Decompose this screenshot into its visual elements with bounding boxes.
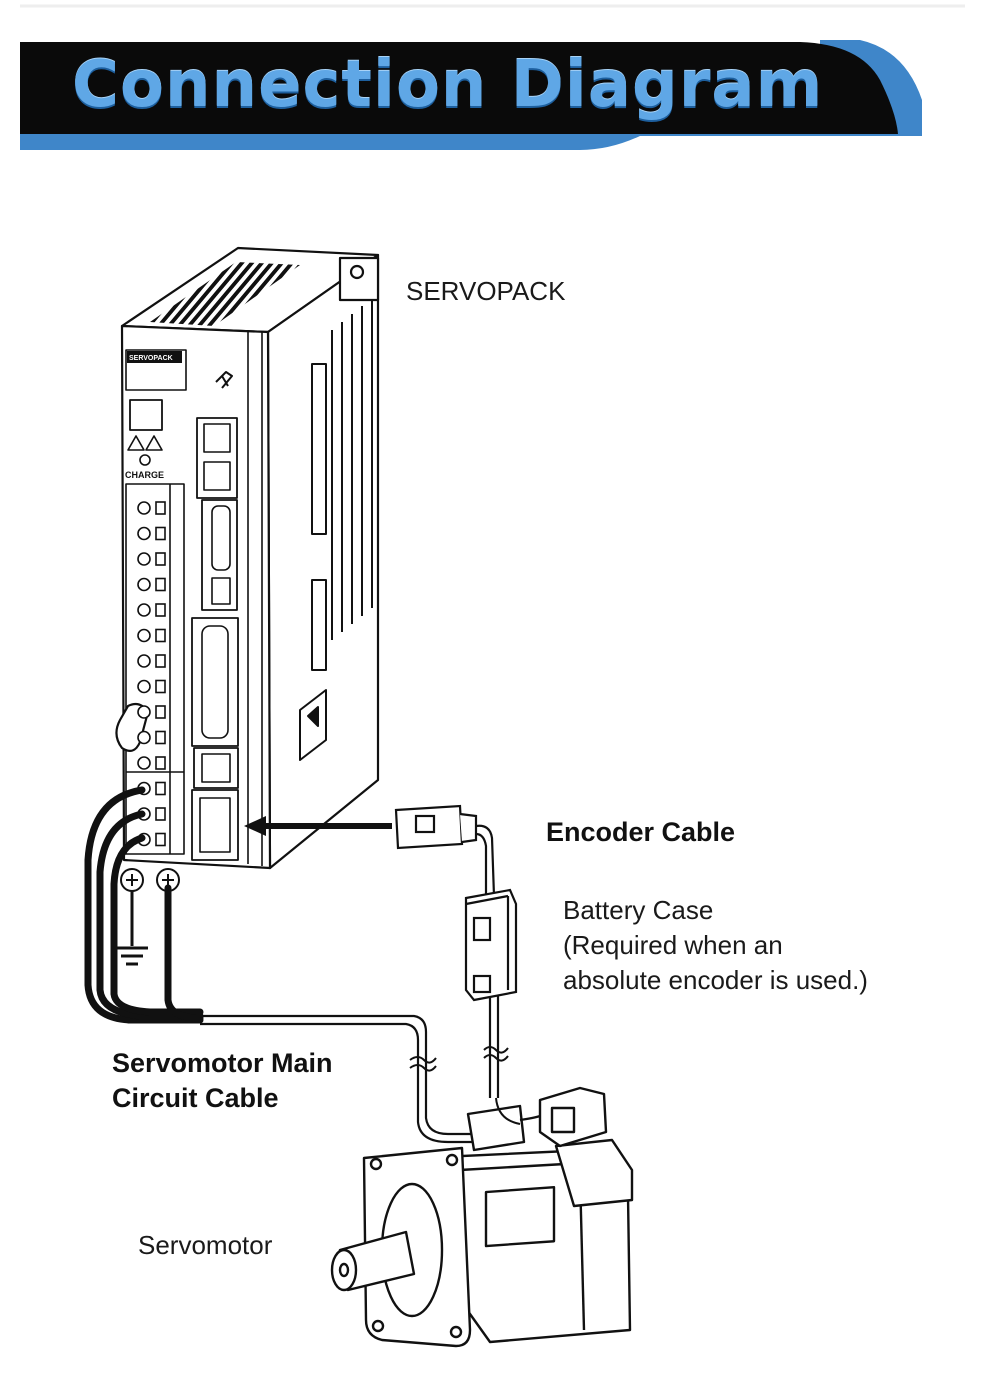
terminal-screw — [137, 654, 151, 668]
main-circuit-cable-label-line: Circuit Cable — [112, 1083, 279, 1113]
terminal-screw — [137, 705, 151, 719]
terminal-screw — [137, 577, 151, 592]
encoder-cable-label: Encoder Cable — [546, 817, 736, 847]
terminal-slot — [155, 730, 166, 745]
battery-case-label-line: Battery Case — [563, 895, 714, 925]
connector-cn1 — [191, 617, 239, 747]
main-cable-run — [200, 1014, 474, 1144]
servopack-top-vents — [150, 262, 300, 326]
servopack-heatsink — [299, 298, 373, 761]
terminal-slot — [155, 832, 166, 847]
terminal-slot — [155, 705, 166, 719]
terminal-slot — [155, 807, 166, 821]
battery-case-label-line: (Required when an — [563, 930, 783, 960]
servopack-label: SERVOPACK — [406, 276, 566, 306]
terminal-slot — [155, 628, 166, 643]
charge-lamp — [139, 454, 151, 466]
header-banner — [20, 4, 965, 150]
encoder-connector-cn2 — [191, 789, 239, 861]
servopack-display-window — [129, 399, 163, 431]
terminal-slot — [155, 603, 166, 617]
terminal-screw — [137, 501, 151, 515]
main-circuit-cable — [84, 786, 204, 1024]
servomotor — [330, 1086, 634, 1348]
terminal-screw — [137, 526, 151, 541]
terminal-screw — [137, 603, 151, 617]
main-circuit-cable-label: Servomotor Main Circuit Cable — [112, 1046, 333, 1116]
terminal-screw — [137, 628, 151, 643]
connector-cn-aux — [193, 747, 239, 789]
ground-wire — [116, 890, 148, 966]
terminal-screw — [137, 756, 151, 770]
battery-case-label: Battery Case (Required when an absolute … — [563, 893, 868, 998]
motor-power-connector — [466, 1104, 526, 1152]
main-circuit-cable-label-line: Servomotor Main — [112, 1048, 333, 1078]
warning-triangle-icon — [127, 435, 145, 451]
terminal-screw — [137, 730, 151, 745]
servopack-mount-tab — [338, 256, 380, 302]
terminal-screw — [137, 552, 151, 566]
brand-logo-icon — [215, 371, 233, 389]
banner-black-band — [20, 42, 898, 134]
connector-cn-usb — [196, 417, 238, 499]
charge-marking: CHARGE — [125, 470, 164, 480]
terminal-slot — [155, 577, 166, 592]
terminal-slot — [155, 781, 166, 796]
motor-nameplate — [484, 1186, 556, 1248]
terminal-screw — [137, 679, 151, 694]
battery-case-label-line: absolute encoder is used.) — [563, 965, 868, 995]
battery-case — [464, 888, 518, 1002]
terminal-slot — [155, 526, 166, 541]
servopack-nameplate — [125, 349, 187, 391]
arrow-connector-icon — [244, 816, 266, 836]
warning-triangle-icon — [145, 435, 163, 451]
connector-cn-io — [201, 499, 238, 611]
cable-break-icon — [483, 1046, 509, 1054]
terminal-slot — [155, 654, 166, 668]
terminal-slot — [155, 552, 166, 566]
nameplate-marking: SERVOPACK — [129, 355, 173, 362]
terminal-slot — [155, 501, 166, 515]
terminal-slot — [155, 679, 166, 694]
page-title: Connection Diagram — [72, 48, 824, 122]
terminal-slot — [155, 756, 166, 770]
encoder-cable — [244, 804, 518, 1098]
motor-encoder-cap — [554, 1138, 634, 1208]
servomotor-label: Servomotor — [138, 1230, 273, 1260]
cable-break-icon — [409, 1056, 437, 1064]
